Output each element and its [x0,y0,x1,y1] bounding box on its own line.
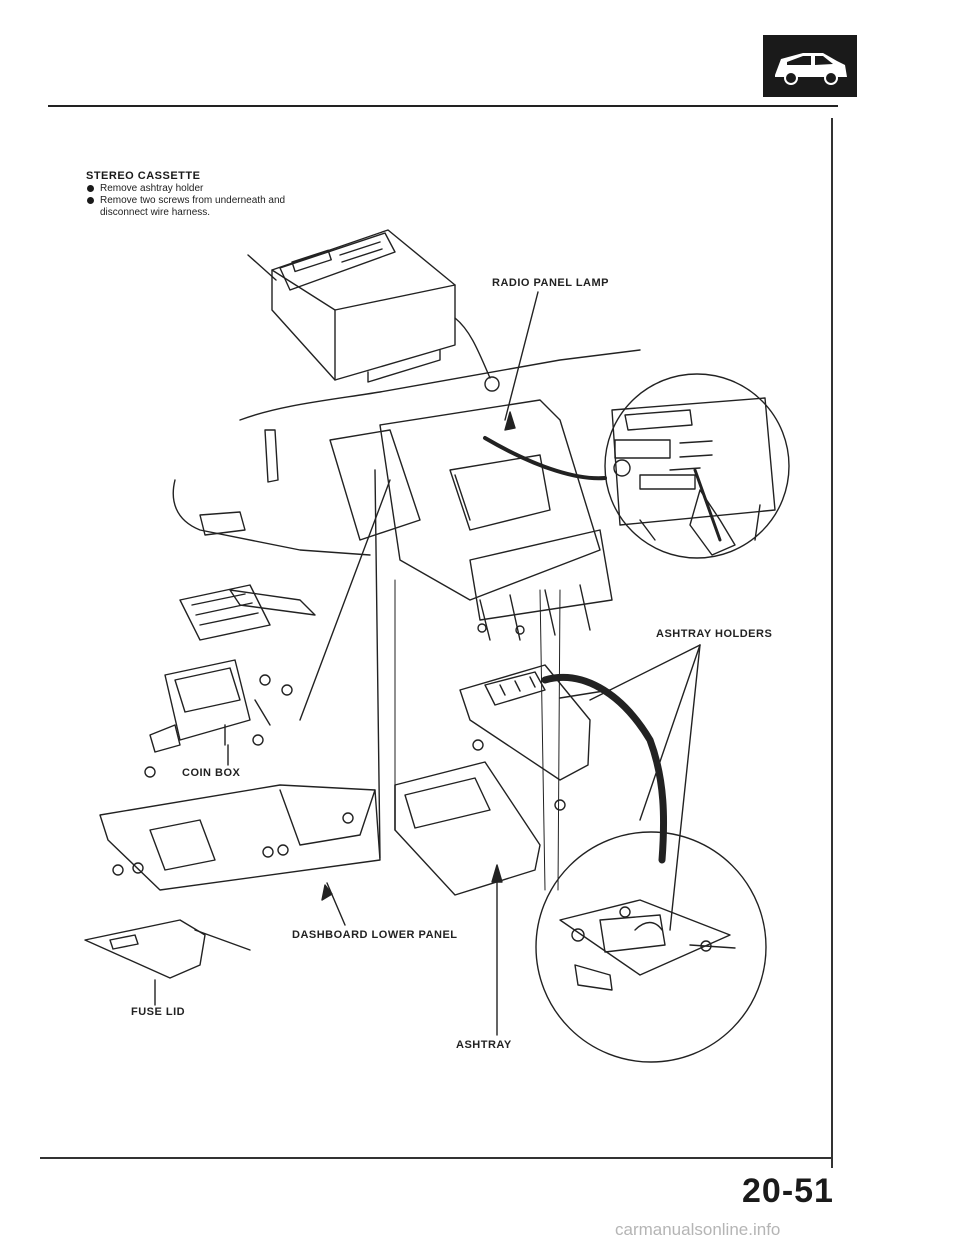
car-body-icon [775,53,847,85]
stereo-cassette-steps: Remove ashtray holder Remove two screws … [86,183,286,219]
header-rule [48,105,838,107]
ashtray-holder-detail-circle [535,831,767,1063]
label-fuse-lid: FUSE LID [131,1006,186,1018]
ashtray-holder-detail [559,899,736,991]
note-step: Remove ashtray holder [86,183,286,195]
ashtray-holder-part [459,664,668,864]
frame-right-border [831,118,833,1168]
site-watermark: carmanualsonline.info [615,1220,781,1239]
ashtray-holders-leader [589,644,701,701]
radio-panel-lamp-leader [504,291,539,421]
label-ashtray: ASHTRAY [456,1039,512,1051]
stereo-cassette-unit [271,229,500,392]
note-step: Remove two screws from underneath and di… [86,195,286,219]
ashtray-part [394,761,541,896]
label-radio-panel-lamp: RADIO PANEL LAMP [492,277,609,289]
radio-detail [611,397,776,556]
car-body-badge [763,35,857,97]
label-coin-box: COIN BOX [182,767,241,779]
dashboard-lower-panel-part [99,469,391,891]
stereo-cassette-note: STEREO CASSETTE Remove ashtray holder Re… [86,170,286,219]
frame-bottom-border [40,1157,832,1159]
radio-detail-circle [604,373,790,559]
label-ashtray-holders: ASHTRAY HOLDERS [656,628,773,640]
coin-box-part [144,659,271,778]
stereo-cassette-title: STEREO CASSETTE [86,170,201,182]
exploded-view-diagram [84,229,790,1063]
dashboard-lower-panel-leader [326,882,346,926]
cassette-bracket [179,584,293,696]
dashboard-center [172,349,641,641]
stereo-cassette-leader [247,254,277,281]
page-number: 20-51 [742,1172,834,1210]
label-dashboard-lower-panel: DASHBOARD LOWER PANEL [292,929,458,941]
fuse-lid-part [84,919,251,979]
